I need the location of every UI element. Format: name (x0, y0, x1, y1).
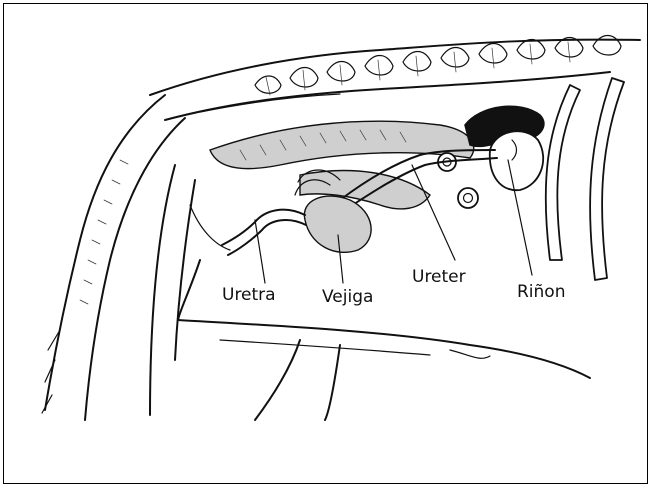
tail (42, 95, 185, 420)
ribs (546, 78, 624, 280)
ureter-label: Ureter (412, 267, 466, 287)
colon (210, 121, 474, 209)
bladder-label: Vejiga (322, 287, 373, 307)
kidney-label: Riñon (517, 282, 566, 302)
urethra-label: Uretra (222, 285, 276, 305)
bladder-shape (304, 196, 371, 252)
kidney-shape (465, 106, 544, 190)
